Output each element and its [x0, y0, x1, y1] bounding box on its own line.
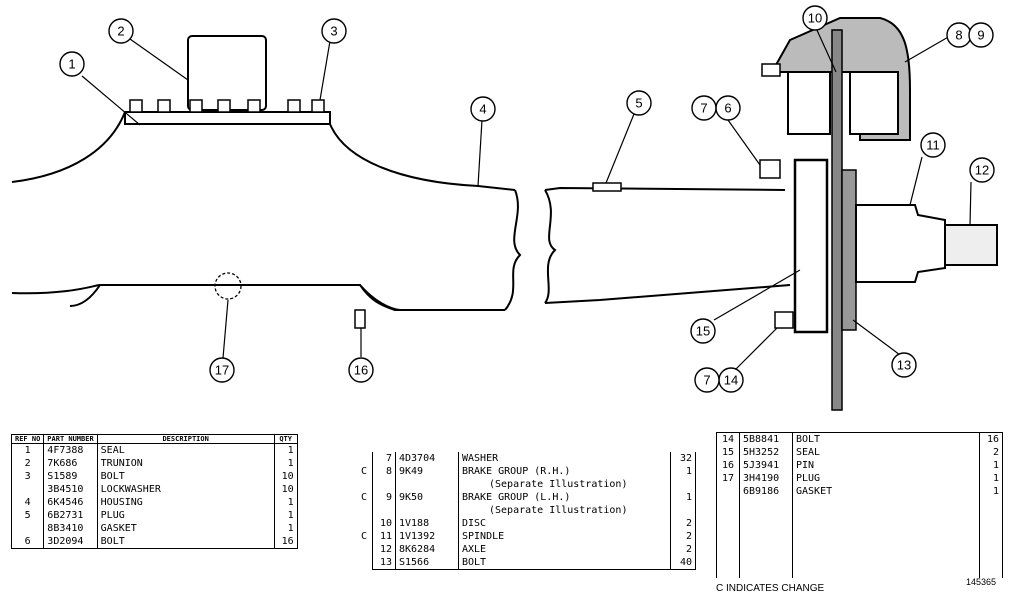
svg-text:4: 4	[479, 102, 486, 117]
brake-hub-assembly	[759, 17, 998, 411]
svg-text:3: 3	[330, 24, 337, 39]
svg-text:8: 8	[955, 28, 962, 43]
callout-8: 8	[946, 22, 972, 48]
callout-7-top: 7	[691, 95, 717, 121]
axle-tube	[544, 182, 791, 304]
callout-11: 11	[920, 132, 946, 158]
callout-7-bottom: 7	[694, 367, 720, 393]
callout-1: 1	[59, 51, 85, 77]
callout-4: 4	[470, 96, 496, 122]
callout-14: 14	[718, 367, 744, 393]
svg-text:16: 16	[354, 363, 368, 378]
callout-9: 9	[968, 22, 994, 48]
svg-text:1: 1	[68, 57, 75, 72]
callout-10: 10	[802, 5, 828, 31]
svg-text:7: 7	[700, 101, 707, 116]
illustration-number: 145365	[966, 577, 997, 587]
svg-text:9: 9	[977, 28, 984, 43]
svg-text:10: 10	[808, 11, 822, 26]
table-row-note: (Separate Illustration)	[356, 504, 696, 517]
change-note: C INDICATES CHANGE	[716, 583, 825, 594]
table-spacer	[716, 498, 1003, 578]
svg-text:2: 2	[117, 24, 124, 39]
svg-text:13: 13	[897, 358, 911, 373]
svg-text:6: 6	[724, 101, 731, 116]
svg-text:7: 7	[703, 373, 710, 388]
leader-lines	[81, 27, 972, 371]
callout-12: 12	[969, 157, 995, 183]
svg-text:5: 5	[635, 96, 642, 111]
header-qty: QTY	[274, 434, 298, 444]
callout-17: 17	[209, 357, 235, 383]
exploded-parts-drawing: 1 2 3 4 5 6 7 8 9 10 11 12 13 14 7 15 16…	[11, 5, 998, 411]
svg-text:12: 12	[975, 163, 989, 178]
housing-assembly	[11, 35, 522, 329]
table-row-note: (Separate Illustration)	[356, 478, 696, 491]
header-ref: REF NO	[11, 434, 45, 444]
callout-15: 15	[690, 318, 716, 344]
header-description: DESCRIPTION	[97, 434, 275, 444]
callout-2: 2	[108, 18, 134, 44]
header-part-number: PART NUMBER	[43, 434, 98, 444]
callout-3: 3	[321, 18, 347, 44]
svg-text:15: 15	[696, 324, 710, 339]
callout-6: 6	[715, 95, 741, 121]
callout-13: 13	[891, 352, 917, 378]
callout-16: 16	[348, 357, 374, 383]
svg-text:14: 14	[724, 373, 738, 388]
callout-5: 5	[626, 90, 652, 116]
svg-text:11: 11	[926, 138, 940, 153]
svg-text:17: 17	[215, 363, 229, 378]
